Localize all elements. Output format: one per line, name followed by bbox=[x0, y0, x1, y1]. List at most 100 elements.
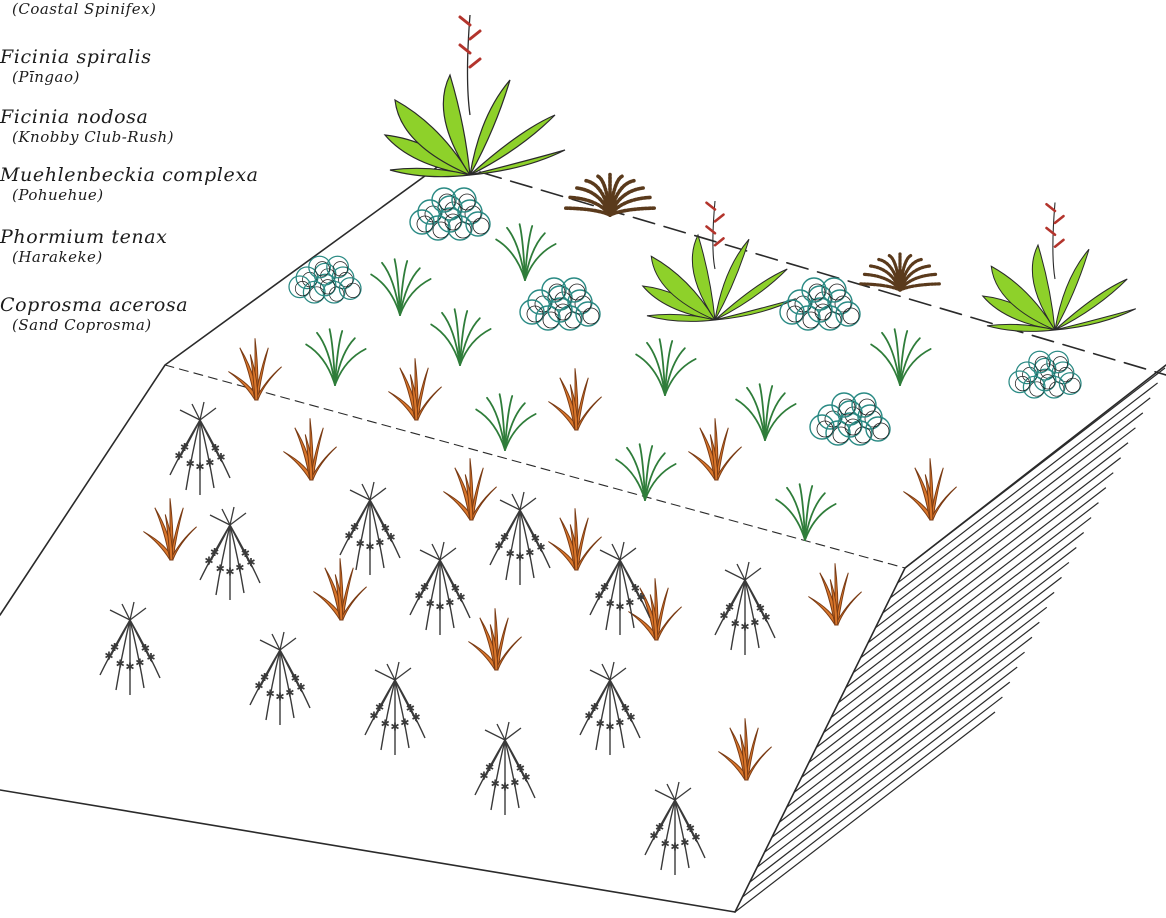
spinifex-runner bbox=[483, 740, 505, 780]
pohuehue-tangle bbox=[555, 304, 571, 320]
spinifex-plant: ✱✱✱✱✱✱✱ bbox=[365, 662, 425, 755]
spinifex-runner bbox=[258, 650, 280, 690]
hatch-line bbox=[831, 518, 1091, 718]
spinifex-seedhead: ✱ bbox=[291, 672, 300, 685]
harakeke-flower bbox=[707, 203, 716, 210]
spinifex-seedhead: ✱ bbox=[625, 596, 634, 609]
spinifex-seedhead: ✱ bbox=[375, 536, 384, 549]
pohuehue-plant bbox=[1009, 351, 1081, 398]
pohuehue-tangle bbox=[845, 419, 861, 435]
harakeke-flower bbox=[470, 31, 480, 39]
pingao-plant bbox=[718, 718, 771, 780]
spinifex-seedhead: ✱ bbox=[400, 716, 409, 729]
pingao-plant bbox=[443, 458, 496, 520]
hatch-line bbox=[765, 652, 1025, 852]
pohuehue-tangle bbox=[833, 427, 849, 443]
spinifex-seedhead: ✱ bbox=[420, 581, 429, 594]
pingao-plant bbox=[143, 498, 196, 560]
spinifex-plant: ✱✱✱✱✱✱✱ bbox=[645, 782, 705, 875]
plant-layer: ✱✱✱✱✱✱✱✱✱✱✱✱✱✱✱✱✱✱✱✱✱✱✱✱✱✱✱✱✱✱✱✱✱✱✱✱✱✱✱✱… bbox=[100, 15, 1136, 875]
spinifex-seedhead: ✱ bbox=[661, 838, 670, 851]
spinifex-runner bbox=[381, 680, 395, 750]
spinifex-seedhead: ✱ bbox=[740, 620, 749, 633]
spinifex-runner bbox=[208, 525, 230, 565]
hatch-line bbox=[846, 488, 1106, 688]
spinifex-seedhead: ✱ bbox=[515, 550, 524, 563]
spinifex-plant: ✱✱✱✱✱✱✱ bbox=[100, 602, 160, 695]
pingao-plant bbox=[548, 368, 601, 430]
spinifex-runner bbox=[356, 500, 370, 570]
harakeke-flower bbox=[715, 215, 724, 222]
spinifex-runner bbox=[598, 560, 620, 600]
spinifex-seedhead: ✱ bbox=[615, 716, 624, 729]
hatch-line bbox=[853, 473, 1113, 673]
spinifex-seedhead: ✱ bbox=[516, 762, 525, 775]
spinifex-plant: ✱✱✱✱✱✱✱ bbox=[170, 402, 230, 495]
spinifex-seedhead: ✱ bbox=[365, 540, 374, 553]
spinifex-seedhead: ✱ bbox=[390, 720, 399, 733]
spinifex-seedhead: ✱ bbox=[621, 702, 630, 715]
spinifex-runner bbox=[178, 420, 200, 460]
pohuehue-tangle bbox=[459, 194, 475, 210]
pingao-plant bbox=[283, 418, 336, 480]
club-rush-plant bbox=[736, 384, 795, 440]
pohuehue-tangle bbox=[445, 214, 461, 230]
spinifex-plant: ✱✱✱✱✱✱✱ bbox=[715, 562, 775, 655]
harakeke-flower-stalk bbox=[1053, 203, 1055, 280]
harakeke-flower bbox=[1055, 216, 1064, 223]
pingao-plant bbox=[313, 558, 366, 620]
harakeke-flower bbox=[460, 17, 470, 25]
harakeke-plant bbox=[983, 203, 1136, 332]
spinifex-seedhead: ✱ bbox=[506, 548, 515, 561]
club-rush-plant bbox=[496, 224, 555, 280]
spinifex-seedhead: ✱ bbox=[670, 840, 679, 853]
pingao-plant bbox=[548, 508, 601, 570]
spinifex-seedhead: ✱ bbox=[260, 671, 269, 684]
spinifex-seedhead: ✱ bbox=[426, 598, 435, 611]
spinifex-plant: ✱✱✱✱✱✱✱ bbox=[490, 492, 550, 585]
pohuehue-tangle bbox=[346, 283, 360, 297]
spinifex-seedhead: ✱ bbox=[275, 690, 284, 703]
spinifex-seedhead: ✱ bbox=[210, 546, 219, 559]
club-rush-plant bbox=[636, 339, 695, 395]
harakeke-flower bbox=[1055, 240, 1064, 247]
spinifex-plant: ✱✱✱✱✱✱✱ bbox=[580, 662, 640, 755]
hatch-line bbox=[883, 413, 1143, 613]
hatch-line bbox=[750, 682, 1010, 882]
spinifex-runner bbox=[661, 800, 675, 870]
spinifex-seedhead: ✱ bbox=[135, 656, 144, 669]
hatch-line bbox=[809, 562, 1069, 762]
spinifex-seedhead: ✱ bbox=[655, 821, 664, 834]
spinifex-seedhead: ✱ bbox=[180, 441, 189, 454]
harakeke-plant bbox=[385, 15, 565, 177]
pohuehue-tangle bbox=[829, 284, 845, 300]
spinifex-runner bbox=[116, 620, 130, 690]
spinifex-seedhead: ✱ bbox=[600, 581, 609, 594]
pohuehue-plant bbox=[780, 278, 860, 330]
spinifex-seedhead: ✱ bbox=[435, 600, 444, 613]
spinifex-seedhead: ✱ bbox=[141, 642, 150, 655]
pohuehue-tangle bbox=[803, 312, 819, 328]
pingao-plant bbox=[388, 358, 441, 420]
hatch-line bbox=[772, 637, 1032, 837]
spinifex-runner bbox=[731, 580, 745, 650]
spinifex-runner bbox=[506, 510, 520, 580]
pohuehue-tangle bbox=[873, 423, 889, 439]
pohuehue-tangle bbox=[473, 218, 489, 234]
pingao-plant bbox=[468, 608, 521, 670]
spinifex-runner bbox=[653, 800, 675, 840]
pohuehue-tangle bbox=[310, 287, 324, 301]
spinifex-seedhead: ✱ bbox=[205, 456, 214, 469]
pohuehue-tangle bbox=[321, 280, 335, 294]
pohuehue-tangle bbox=[843, 308, 859, 324]
spinifex-seedhead: ✱ bbox=[680, 836, 689, 849]
spinifex-runner bbox=[426, 560, 440, 630]
coprosma-plant bbox=[566, 175, 655, 216]
spinifex-runner bbox=[216, 525, 230, 595]
pohuehue-plant bbox=[289, 256, 361, 303]
pohuehue-tangle bbox=[333, 262, 347, 276]
spinifex-seedhead: ✱ bbox=[195, 460, 204, 473]
pingao-plant bbox=[228, 338, 281, 400]
spinifex-runner bbox=[606, 560, 620, 630]
